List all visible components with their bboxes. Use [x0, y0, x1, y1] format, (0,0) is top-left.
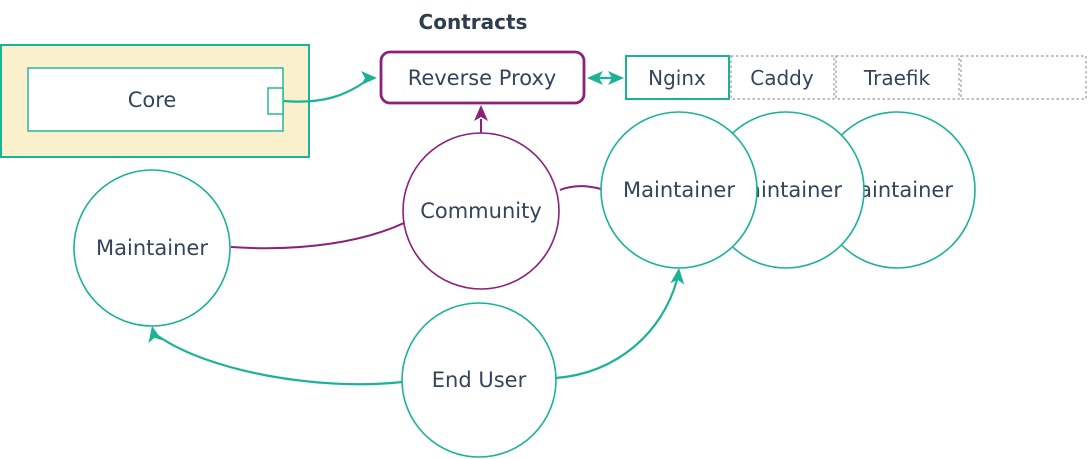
- maintainer-right-1-node: Maintainer: [600, 111, 758, 269]
- cell-nginx-label: Nginx: [648, 66, 706, 90]
- maintainer-left-label: Maintainer: [96, 236, 208, 260]
- arrowhead-left-icon: [587, 71, 603, 85]
- edge-end-user-to-maintainer-right: [555, 268, 685, 380]
- edge-end-user-to-maintainer-left-path: [157, 335, 403, 386]
- cell-traefik-label: Traefik: [863, 66, 931, 90]
- edge-core-to-reverse-proxy-path: [283, 80, 367, 103]
- end-user-circle: [401, 302, 557, 458]
- arrowhead-up-icon: [148, 326, 163, 344]
- arrowhead-up-icon: [670, 268, 685, 285]
- community-circle: [402, 132, 560, 290]
- cell-traefik-box: [835, 55, 960, 100]
- core-port: [267, 87, 284, 115]
- arrowhead-right-icon: [608, 71, 624, 85]
- core-inner-box: [27, 67, 284, 132]
- end-user-label: End User: [432, 368, 527, 392]
- reverse-proxy-label: Reverse Proxy: [408, 66, 557, 90]
- edge-end-user-to-maintainer-left: [148, 326, 403, 386]
- community-node: Community: [402, 132, 560, 290]
- cell-caddy-box: [730, 55, 835, 100]
- edge-core-to-reverse-proxy: [283, 71, 377, 103]
- core-label: Core: [128, 88, 177, 112]
- edge-reverse-proxy-to-nginx: [587, 71, 624, 85]
- maintainer-left-node: Maintainer: [73, 169, 231, 327]
- edge-community-to-reverse-proxy: [474, 105, 488, 133]
- edge-end-user-to-maintainer-right-path: [555, 279, 679, 380]
- cell-nginx-box: [625, 55, 730, 100]
- community-label: Community: [420, 199, 542, 223]
- arrowhead-right-icon: [361, 71, 377, 85]
- core-node: Core: [0, 44, 310, 158]
- maintainer-right-1-circle: [600, 111, 758, 269]
- reverse-proxy-node: Reverse Proxy: [379, 50, 586, 105]
- end-user-node: End User: [401, 302, 557, 458]
- maintainer-left-circle: [73, 169, 231, 327]
- edge-maintainer-left-to-community: [230, 222, 405, 250]
- edge-community-to-maintainer-right: [559, 185, 602, 191]
- arrowhead-up-icon: [474, 105, 488, 121]
- cell-empty-box: [960, 55, 1087, 100]
- reverse-proxy-box: [379, 50, 586, 105]
- proxy-options-row: Nginx Caddy Traefik: [625, 55, 1087, 100]
- diagram-title: Contracts: [419, 10, 528, 34]
- cell-caddy-label: Caddy: [750, 66, 814, 90]
- maintainer-right-1-label: Maintainer: [623, 178, 735, 202]
